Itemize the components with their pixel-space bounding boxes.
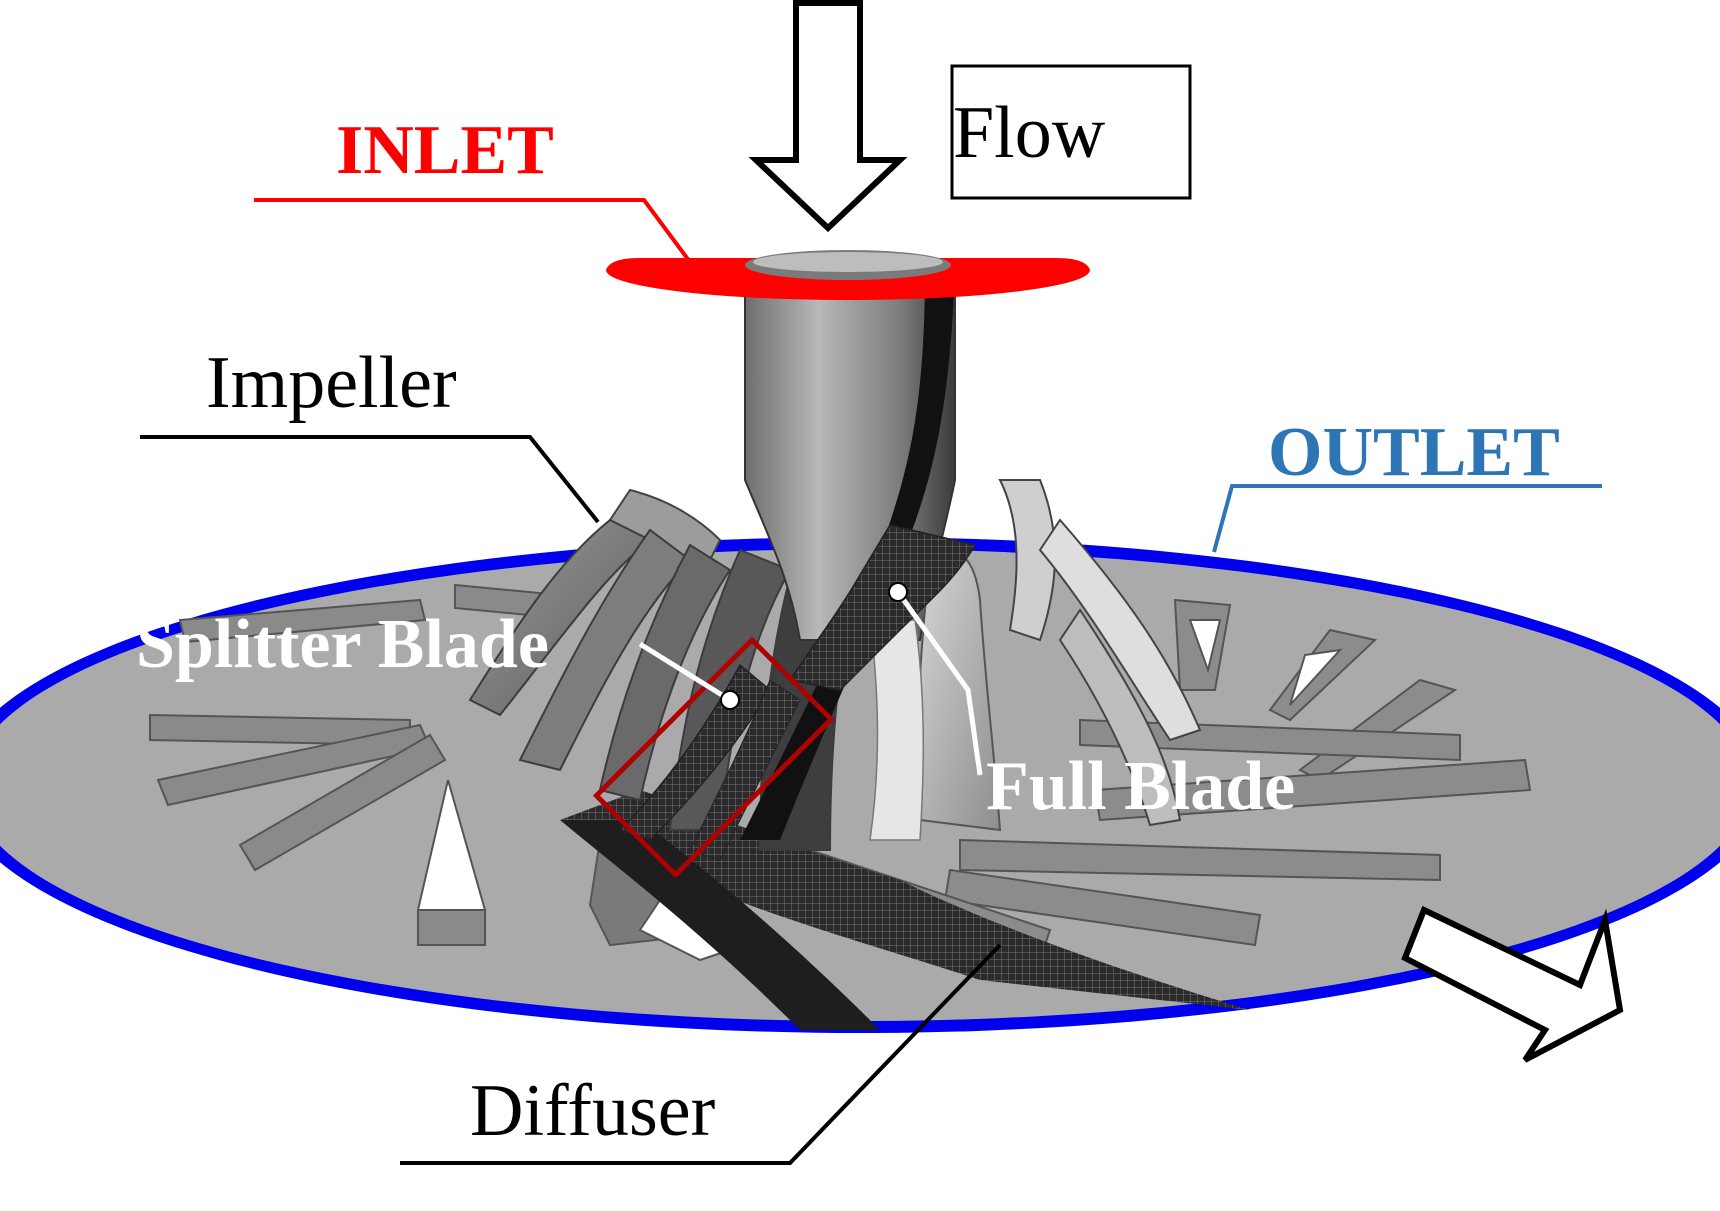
impeller-leader-line xyxy=(140,435,600,524)
outlet-leader-line xyxy=(1212,484,1602,553)
full-blade-leader-line xyxy=(895,590,983,776)
flow-label-box xyxy=(950,64,1192,200)
impeller-label: Impeller xyxy=(206,342,457,424)
diffuser-mesh xyxy=(560,790,1250,1010)
splitter-pointer-dot xyxy=(720,690,740,710)
flow-arrow-icon xyxy=(748,0,908,233)
diffuser-leader-line xyxy=(400,943,1002,1165)
full-blade-strip xyxy=(740,270,955,840)
inlet-label: INLET xyxy=(336,112,554,189)
inlet-ring xyxy=(600,240,1096,300)
splitter-highlight-box xyxy=(592,636,835,879)
full-blade-pointer-dot xyxy=(888,582,908,602)
diffuser-label: Diffuser xyxy=(470,1070,716,1152)
splitter-leader-line xyxy=(638,641,732,703)
full-blade-label: Full Blade xyxy=(986,748,1296,825)
flow-label: Flow xyxy=(953,92,1106,174)
inlet-leader-line xyxy=(254,198,692,264)
full-blade-mesh xyxy=(788,524,977,691)
outlet-arrow-icon xyxy=(1401,905,1624,1063)
splitter-blade-label: Splitter Blade xyxy=(136,606,549,683)
outlet-label: OUTLET xyxy=(1268,414,1560,491)
diffuser-vanes xyxy=(149,583,733,962)
